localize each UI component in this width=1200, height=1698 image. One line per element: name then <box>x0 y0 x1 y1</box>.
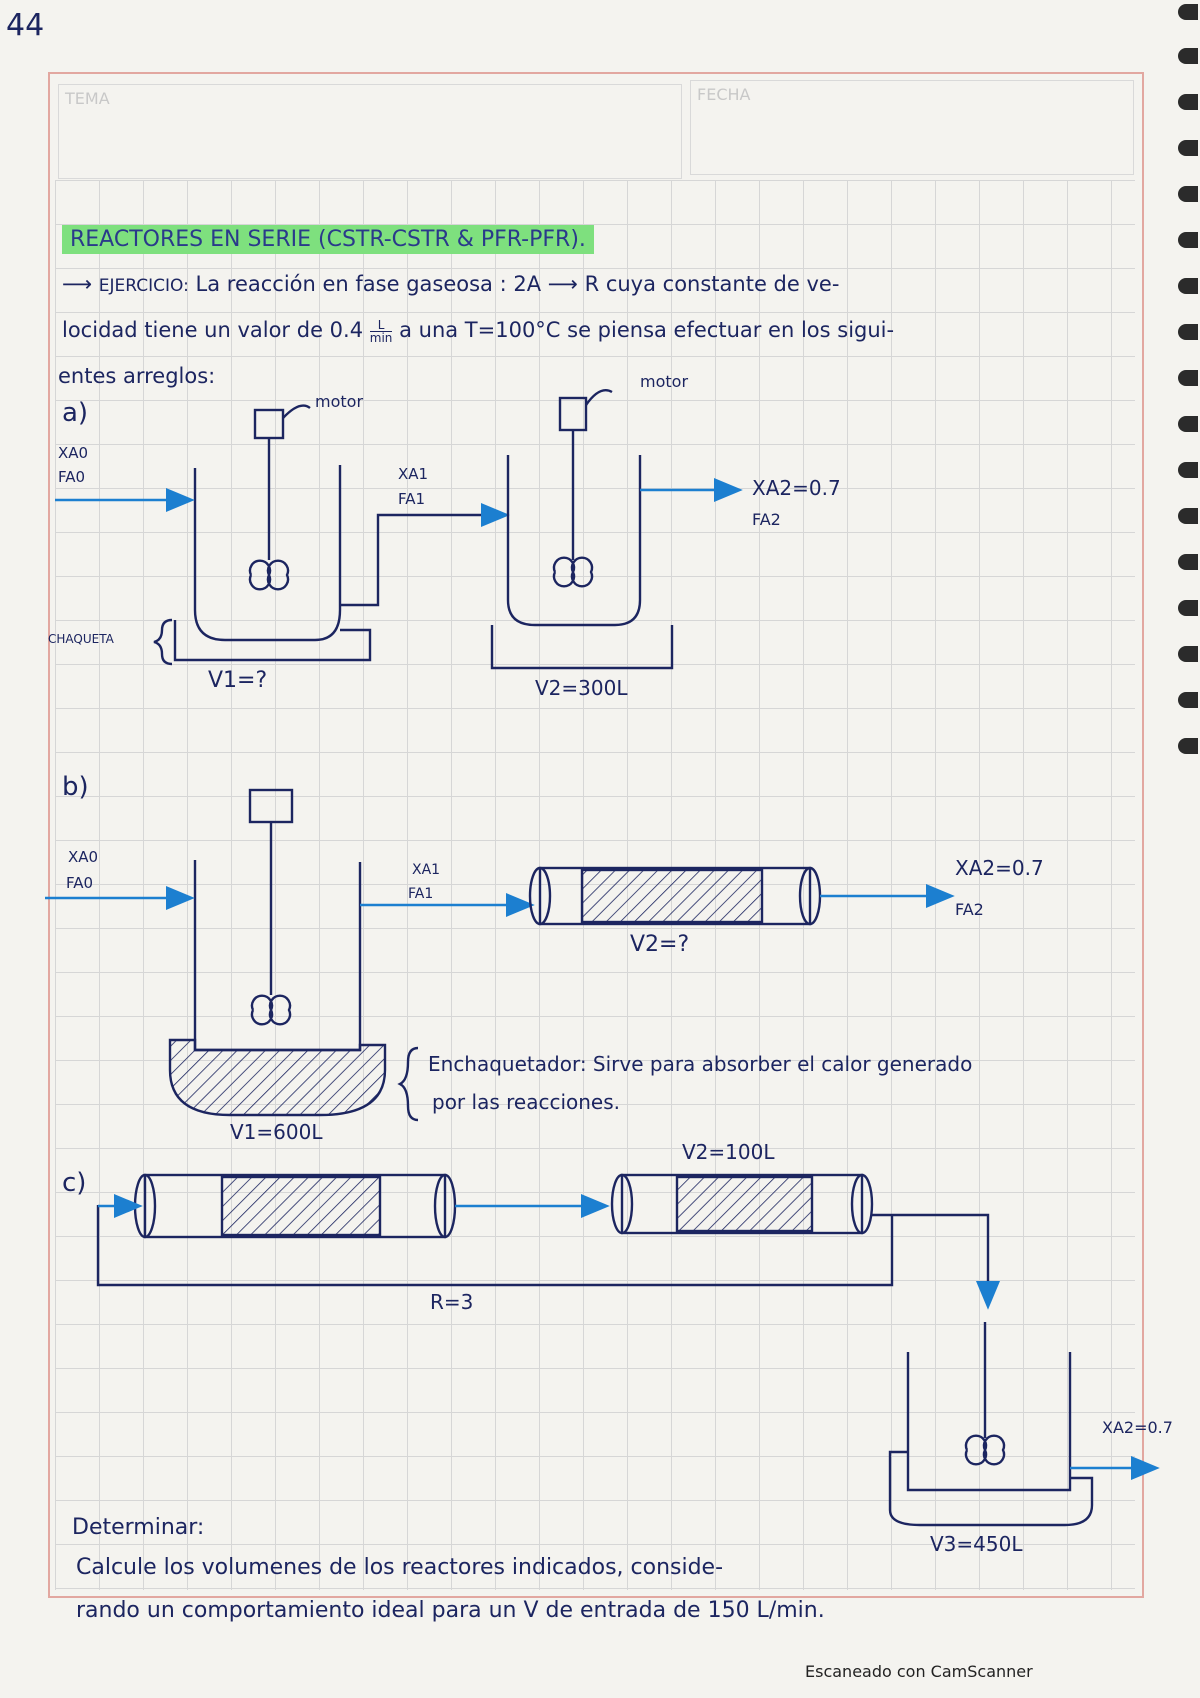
tema-label: TEMA <box>65 89 110 108</box>
fecha-box: FECHA <box>690 80 1134 175</box>
page-border <box>48 72 1144 1598</box>
motor-2-icon <box>558 396 588 432</box>
impeller-1-icon <box>248 559 290 591</box>
rate-text-b: a una T=100°C se piensa efectuar en los … <box>399 318 895 342</box>
v2-label-c: V2=100L <box>682 1140 775 1164</box>
reaction-text-b: R cuya constante de ve- <box>584 272 840 296</box>
motor-2-label: motor <box>640 372 689 391</box>
pfr-2-c <box>610 1173 874 1235</box>
link-arrow-a <box>340 503 510 607</box>
fa0-label-a: FA0 <box>58 468 86 486</box>
link-arrow-c-cstr <box>872 1213 1000 1310</box>
impeller-b-icon <box>250 994 292 1026</box>
scanner-watermark: Escaneado con CamScanner <box>805 1662 1033 1681</box>
xa1-label-b: XA1 <box>412 862 441 878</box>
fa2-label-a: FA2 <box>752 510 781 529</box>
v1-label-b: V1=600L <box>230 1120 323 1144</box>
chaqueta-label: CHAQUETA <box>48 632 114 646</box>
recycle-line <box>96 1205 894 1287</box>
pfr-b <box>528 866 822 926</box>
statement-line-2: locidad tiene un valor de 0.4 L min a un… <box>62 318 894 344</box>
statement-line-1: ⟶ EJERCICIO: La reacción en fase gaseosa… <box>62 272 839 296</box>
pfr-1-c <box>133 1173 457 1239</box>
v3-label-c: V3=450L <box>930 1532 1023 1556</box>
xa2-label-c: XA2=0.7 <box>1102 1418 1173 1437</box>
arrow-right-icon: ⟶ <box>62 272 93 296</box>
page-number: 44 <box>6 8 45 43</box>
xa0-label-a: XA0 <box>58 444 89 462</box>
motor-2-pointer <box>585 388 613 406</box>
rate-unit: L min <box>369 319 393 345</box>
cstr-b <box>168 788 387 1117</box>
v2-label-a: V2=300L <box>535 676 628 700</box>
tema-box: TEMA <box>58 84 682 179</box>
part-c-label: c) <box>62 1168 87 1198</box>
motor-1-pointer <box>282 404 311 419</box>
v2-label-b: V2=? <box>630 932 690 957</box>
fa1-label-a: FA1 <box>398 490 426 508</box>
exercise-label: EJERCICIO: <box>98 276 189 296</box>
part-b-label: b) <box>62 772 89 802</box>
recycle-ratio-label: R=3 <box>430 1290 474 1314</box>
xa1-label-a: XA1 <box>398 465 429 483</box>
fa0-label-b: FA0 <box>66 874 94 892</box>
part-a-label: a) <box>62 398 89 428</box>
impeller-3-icon <box>964 1434 1006 1466</box>
cstr-1-a <box>173 408 372 662</box>
xa2-label-a: XA2=0.7 <box>752 476 841 500</box>
determinar-line-1: Calcule los volumenes de los reactores i… <box>76 1555 724 1580</box>
fa2-label-b: FA2 <box>955 900 984 919</box>
xa2-label-b: XA2=0.7 <box>955 856 1044 880</box>
reaction-text: La reacción en fase gaseosa : 2A <box>195 272 542 296</box>
determinar-label: Determinar: <box>72 1515 205 1540</box>
v1-label-a: V1=? <box>208 668 268 693</box>
xa0-label-b: XA0 <box>68 848 99 866</box>
note-line-1: Enchaquetador: Sirve para absorber el ca… <box>428 1052 973 1076</box>
rate-unit-num: L <box>369 319 393 332</box>
cstr-2-a <box>490 396 674 670</box>
rate-unit-den: min <box>369 330 393 345</box>
note-line-2: por las reacciones. <box>432 1090 620 1114</box>
statement-line-3: entes arreglos: <box>58 364 216 388</box>
chaqueta-brace <box>153 618 173 666</box>
reaction-arrow-icon: ⟶ <box>547 272 578 296</box>
motor-1-icon <box>253 408 285 440</box>
fa1-label-b: FA1 <box>408 886 434 902</box>
impeller-2-icon <box>552 556 594 588</box>
motor-b-icon <box>248 788 294 824</box>
cstr-3-c <box>888 1322 1094 1527</box>
fecha-label: FECHA <box>697 85 751 104</box>
motor-1-label: motor <box>315 392 364 411</box>
page-title: REACTORES EN SERIE (CSTR-CSTR & PFR-PFR)… <box>62 225 594 254</box>
rate-text: locidad tiene un valor de 0.4 <box>62 318 364 342</box>
note-brace <box>397 1046 419 1122</box>
determinar-line-2: rando un comportamiento ideal para un V … <box>76 1598 825 1623</box>
